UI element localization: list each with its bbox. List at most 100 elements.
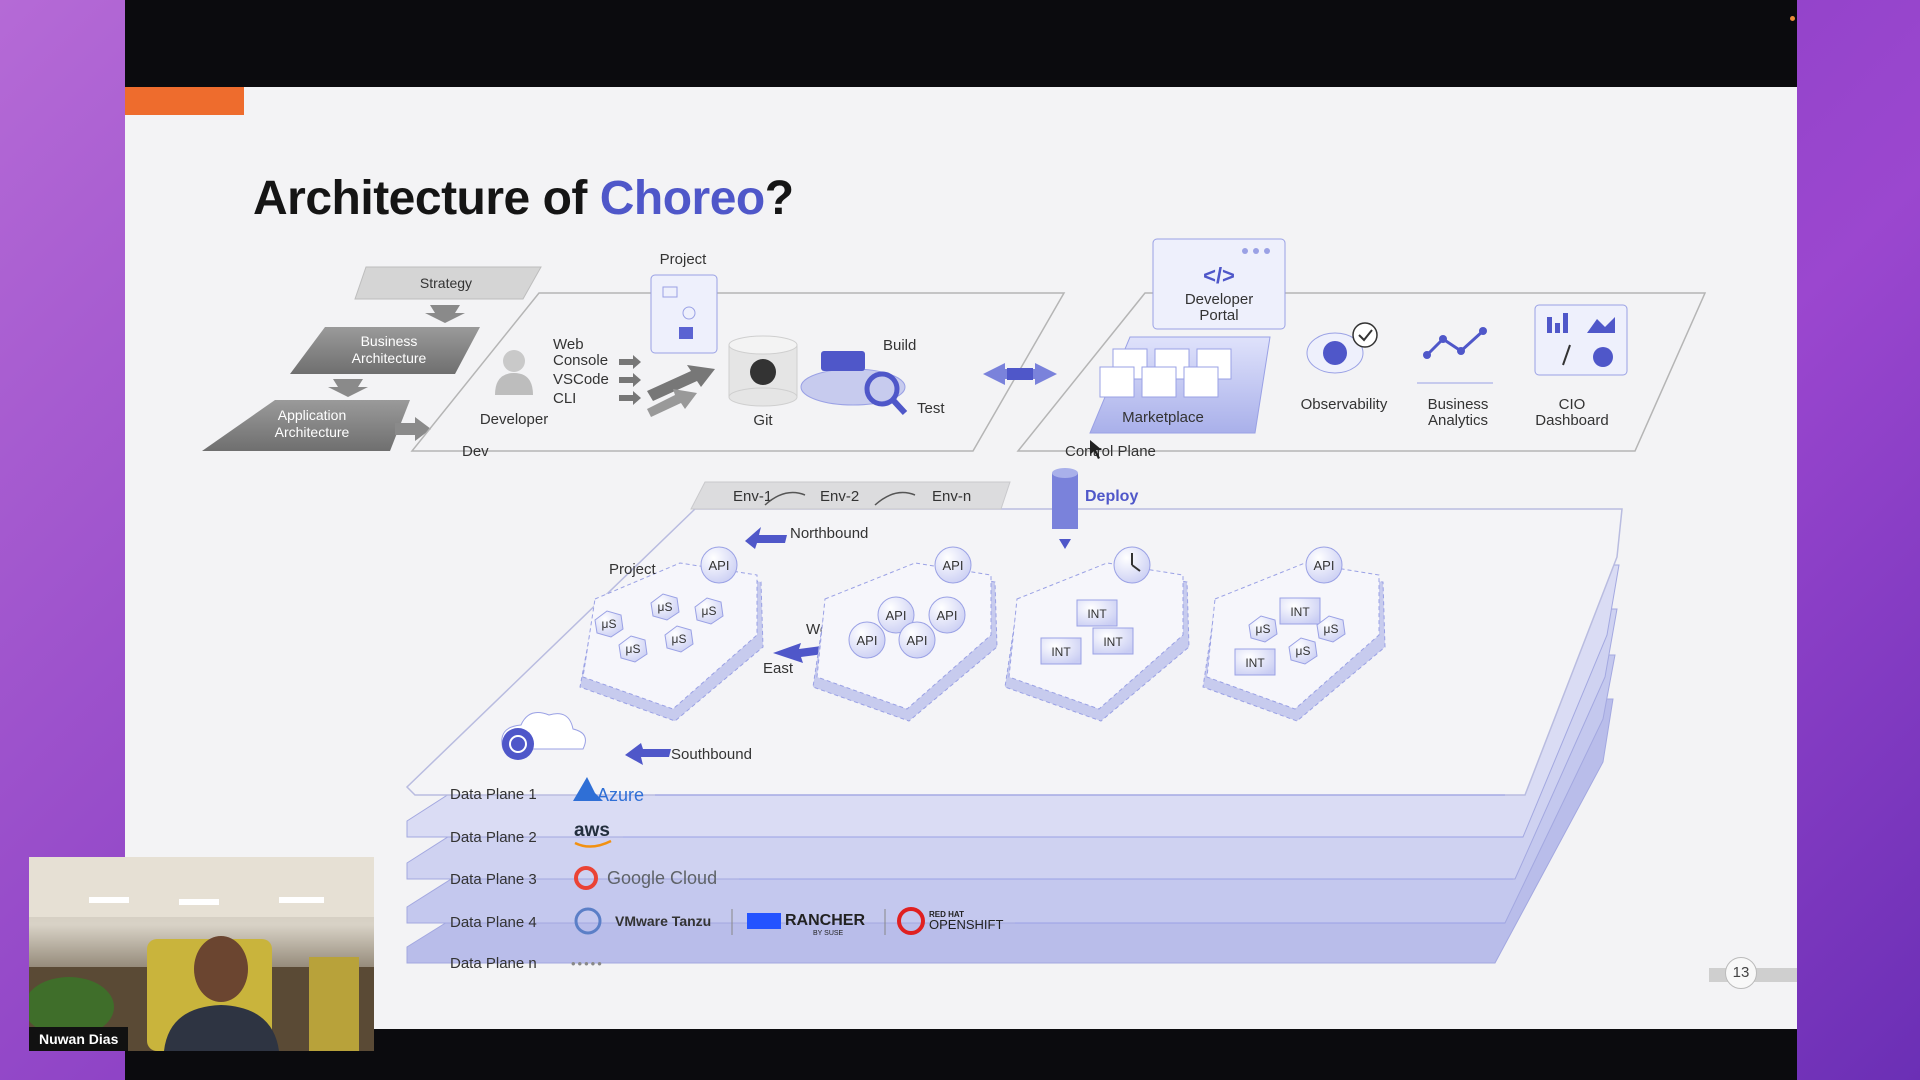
- application-architecture-label-1: Application: [278, 407, 347, 423]
- accent-bar: [125, 87, 244, 115]
- title-brand: Choreo: [599, 172, 766, 225]
- kubernetes-icon: [502, 728, 534, 760]
- strategy-stack: Strategy Business Architecture Applicati…: [202, 266, 542, 451]
- cluster-project-label: Project: [609, 561, 657, 578]
- microservice-hex: [1288, 637, 1318, 665]
- deploy-cylinder-icon: [1052, 473, 1078, 529]
- rancher-icon: [747, 913, 781, 929]
- api-badge-label: API: [709, 558, 730, 573]
- microservice-hex: [1248, 615, 1278, 643]
- dev-plane-label: Dev: [462, 443, 489, 460]
- business-architecture-label-2: Architecture: [352, 350, 427, 366]
- integration-box: [1234, 648, 1276, 676]
- search-icon: [864, 371, 900, 407]
- recording-indicator: [1790, 16, 1795, 21]
- git-label: Git: [753, 412, 773, 429]
- developer-avatar-icon: [503, 350, 525, 372]
- cluster-apis: API API API API API: [812, 546, 998, 722]
- strategy-label: Strategy: [420, 275, 472, 291]
- microservice-label: μS: [702, 604, 717, 618]
- business-analytics-label-2: Analytics: [1428, 412, 1488, 429]
- east-label: East: [763, 660, 794, 677]
- data-plane-n-label: Data Plane n: [450, 955, 537, 972]
- provider-rancher-suse: BY SUSE: [813, 930, 844, 937]
- provider-redhat: RED HAT: [929, 910, 964, 919]
- microservice-label: μS: [602, 617, 617, 631]
- page-number: 13: [1725, 957, 1757, 989]
- slide: Architecture of Choreo? Strategy Busines…: [125, 87, 1797, 1029]
- marketplace-label: Marketplace: [1122, 409, 1204, 426]
- project-icon: [650, 274, 718, 354]
- env-tab-n: Env-n: [932, 488, 971, 505]
- integration-label: INT: [1051, 645, 1071, 659]
- application-architecture-box: [202, 400, 410, 451]
- github-icon: [750, 359, 776, 385]
- tool-arrow-icon: [619, 355, 641, 369]
- business-arrow-icon: [328, 379, 368, 397]
- title-suffix: ?: [764, 172, 794, 225]
- tool-vscode: VSCode: [553, 371, 609, 388]
- observability-label: Observability: [1301, 396, 1388, 413]
- api-badge: [848, 621, 886, 659]
- participant-name: Nuwan Dias: [29, 1027, 129, 1051]
- api-badge: [700, 546, 738, 584]
- business-architecture-label-1: Business: [361, 333, 418, 349]
- strategy-box: [354, 266, 542, 300]
- cio-dashboard-icon: [1534, 304, 1628, 376]
- integration-label: INT: [1290, 605, 1310, 619]
- api-badge-label: API: [857, 633, 878, 648]
- microservice-label: μS: [1256, 622, 1271, 636]
- api-badge-label: API: [907, 633, 928, 648]
- tool-arrow-icon: [619, 373, 641, 387]
- cio-dashboard-label-1: CIO: [1559, 396, 1586, 413]
- sync-arrows-icon: [647, 389, 697, 417]
- developer-portal-label-2: Portal: [1199, 307, 1238, 324]
- microservice-label: μS: [658, 600, 673, 614]
- cluster-project: Project API μS μS μS μS μS: [579, 546, 764, 722]
- env-transition-icon: [764, 491, 806, 506]
- presenter-body: [164, 1005, 279, 1051]
- business-architecture-box: [290, 327, 480, 374]
- integration-label: INT: [1103, 635, 1123, 649]
- data-plane-4-label: Data Plane 4: [450, 914, 537, 931]
- google-cloud-icon: [574, 866, 598, 890]
- microservice-label: μS: [626, 642, 641, 656]
- presenter-head: [194, 936, 248, 1002]
- architecture-diagram: Strategy Business Architecture Applicati…: [202, 238, 1707, 972]
- developer-portal-label-1: Developer: [1185, 291, 1253, 308]
- env-transition-icon: [874, 491, 916, 506]
- tool-cli: CLI: [553, 390, 576, 407]
- tool-console: Console: [553, 352, 608, 369]
- provider-rancher: RANCHER: [785, 912, 865, 929]
- cluster-integrations: INT INT INT: [1004, 546, 1190, 722]
- integration-label: INT: [1087, 607, 1107, 621]
- control-plane-outline: [1016, 292, 1707, 452]
- integration-label: INT: [1245, 656, 1265, 670]
- mouse-cursor-icon: [1090, 440, 1102, 459]
- deploy-label: Deploy: [1085, 488, 1138, 505]
- data-plane-labels: Data Plane 1 Azure Data Plane 2 aws Data…: [450, 777, 1523, 972]
- api-badge: [934, 546, 972, 584]
- dev-project-label: Project: [660, 251, 708, 268]
- microservice-label: μS: [672, 632, 687, 646]
- dev-plane: Dev Project Developer Web Console VSCode…: [410, 251, 1066, 460]
- provider-vmware-tanzu: VMware Tanzu: [615, 913, 711, 929]
- environment-tabs: Env-1 Env-2 Env-n: [690, 481, 1011, 510]
- cio-dashboard-label-2: Dashboard: [1535, 412, 1608, 429]
- microservice-hex: [594, 610, 624, 638]
- tool-web: Web: [553, 336, 584, 353]
- integration-box: [1279, 597, 1321, 625]
- api-badge: [877, 596, 915, 634]
- provider-google-cloud: Google Cloud: [607, 868, 717, 888]
- developer-body-icon: [495, 373, 533, 395]
- microservice-hex: [664, 625, 694, 653]
- developer-portal-box: [1152, 238, 1286, 330]
- api-badge-label: API: [1314, 558, 1335, 573]
- developer-label: Developer: [480, 411, 548, 428]
- application-architecture-label-2: Architecture: [275, 424, 350, 440]
- env-tab-2: Env-2: [820, 488, 859, 505]
- api-badge-label: API: [886, 608, 907, 623]
- env-tab-bar: [690, 481, 1011, 510]
- analytics-line-icon: [1425, 329, 1485, 357]
- build-label: Build: [883, 337, 916, 354]
